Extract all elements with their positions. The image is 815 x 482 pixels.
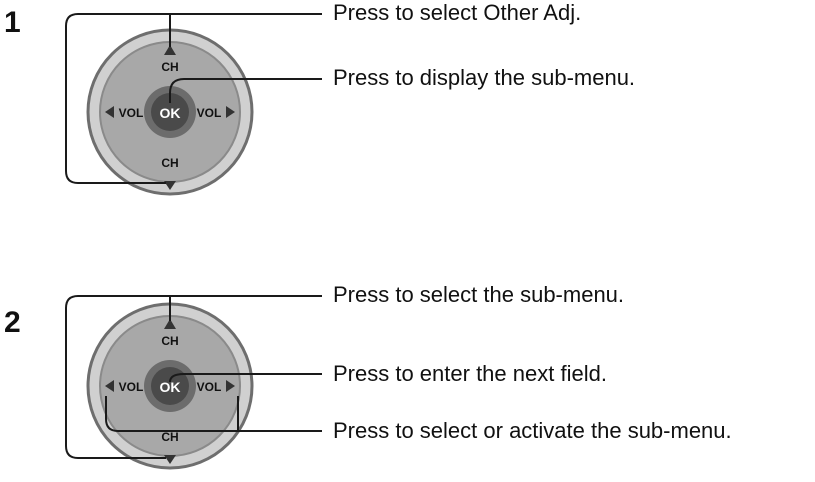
ch-up-arrow-icon[interactable] <box>164 319 176 329</box>
callout-lines <box>65 295 322 459</box>
callout-line-ok <box>169 78 322 103</box>
remote-pad: OK CH CH VOL VOL <box>86 302 254 470</box>
vol-left-arrow-icon[interactable] <box>105 106 114 118</box>
caption-enter-next-field: Press to enter the next field. <box>333 361 607 386</box>
vol-right-label: VOL <box>197 380 222 394</box>
step-2: 2 OK CH CH VOL VOL Press to select the s… <box>0 282 815 482</box>
vol-right-arrow-icon[interactable] <box>226 380 235 392</box>
ch-up-arrow-icon[interactable] <box>164 45 176 55</box>
ch-down-arrow-icon[interactable] <box>164 181 176 190</box>
callout-line-vol <box>105 396 322 432</box>
ok-button[interactable] <box>151 93 189 131</box>
caption-display-sub-menu: Press to display the sub-menu. <box>333 65 636 90</box>
caption-select-sub-menu: Press to select the sub-menu. <box>333 282 625 307</box>
caption-select-other-adj: Press to select Other Adj. <box>333 0 582 25</box>
callout-line-ch <box>169 13 322 47</box>
vol-right-arrow-icon[interactable] <box>226 106 235 118</box>
ch-down-label: CH <box>161 430 178 444</box>
ch-up-label: CH <box>161 334 178 348</box>
vol-left-label: VOL <box>119 380 144 394</box>
ok-button[interactable] <box>151 367 189 405</box>
vol-left-arrow-icon[interactable] <box>105 380 114 392</box>
ch-down-label: CH <box>161 156 178 170</box>
remote-pad-diagram: OK CH CH VOL VOL <box>65 13 322 196</box>
callout-line-ch-bracket <box>65 13 170 184</box>
callout-lines <box>65 13 322 184</box>
callout-line-ch-bracket <box>65 295 170 459</box>
remote-pad-diagram: OK CH CH VOL VOL <box>65 295 322 470</box>
ok-label: OK <box>160 379 181 395</box>
callout-line-ch <box>169 295 322 321</box>
ch-down-arrow-icon[interactable] <box>164 455 176 464</box>
callout-line-ok <box>169 373 322 383</box>
step-number: 2 <box>4 306 21 339</box>
ch-up-label: CH <box>161 60 178 74</box>
caption-select-or-activate: Press to select or activate the sub-menu… <box>333 418 732 443</box>
ok-label: OK <box>160 105 181 121</box>
step-1: 1 OK CH CH VOL VOL Press to select Other… <box>0 0 815 200</box>
step-number: 1 <box>4 6 21 39</box>
remote-pad: OK CH CH VOL VOL <box>86 28 254 196</box>
vol-right-label: VOL <box>197 106 222 120</box>
vol-left-label: VOL <box>119 106 144 120</box>
